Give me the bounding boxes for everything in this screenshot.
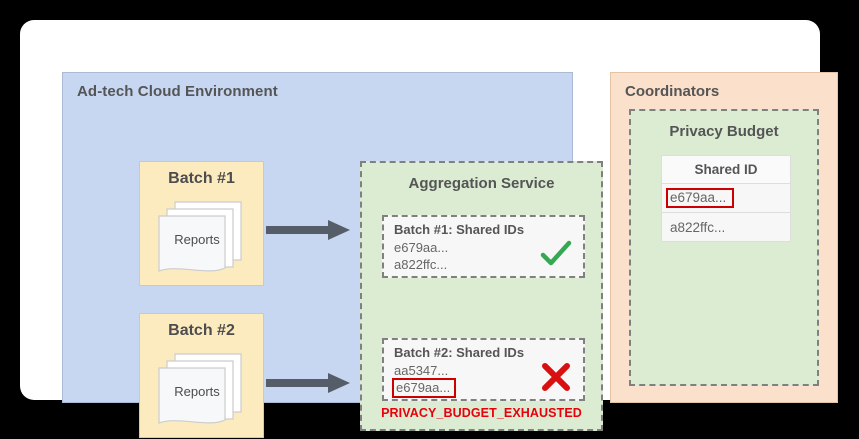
- shared-id-column-header: Shared ID: [661, 155, 791, 184]
- check-icon: [539, 237, 573, 271]
- table-header-row: Shared ID: [661, 155, 791, 184]
- arrow-right-icon-2: [266, 373, 350, 393]
- batch-2-result-card: Batch #2: Shared IDs aa5347... e679aa...: [382, 338, 585, 401]
- coordinators-panel: Coordinators Privacy Budget Shared ID e6…: [610, 72, 838, 403]
- coordinators-panel-title: Coordinators: [625, 83, 720, 100]
- privacy-budget-title: Privacy Budget: [669, 123, 779, 140]
- reports-document-stack-icon-2: Reports: [157, 350, 249, 428]
- batch-2-shared-id-1: aa5347...: [394, 363, 449, 378]
- adtech-cloud-environment-panel: Ad-tech Cloud Environment Batch #1 Repor…: [62, 72, 603, 438]
- batch-2-flagged-shared-id: e679aa...: [392, 378, 457, 398]
- arrow-right-icon-1: [266, 220, 350, 240]
- batch-1-reports-label: Reports: [174, 232, 220, 247]
- reports-document-stack-icon: Reports: [157, 198, 249, 276]
- batch-2-result-heading: Batch #2: Shared IDs: [394, 345, 525, 360]
- batch-1-result-heading: Batch #1: Shared IDs: [394, 222, 525, 237]
- aggregation-service-panel: Aggregation Service Batch #1: Shared IDs…: [360, 161, 603, 431]
- privacy-budget-table: Shared ID e679aa... a822ffc...: [661, 155, 791, 242]
- batch-1-shared-id-2: a822ffc...: [394, 257, 448, 272]
- table-row: a822ffc...: [661, 212, 791, 242]
- batch-box-2: Batch #2 Reports: [139, 313, 264, 438]
- cross-icon: [539, 360, 573, 394]
- diagram-card: Ad-tech Cloud Environment Batch #1 Repor…: [20, 20, 838, 438]
- batch-box-1: Batch #1 Reports: [139, 161, 264, 286]
- table-row: e679aa...: [661, 183, 791, 213]
- privacy-budget-error-text: PRIVACY_BUDGET_EXHAUSTED: [381, 406, 582, 420]
- adtech-panel-title: Ad-tech Cloud Environment: [77, 83, 278, 100]
- batch-2-title: Batch #2: [168, 322, 235, 339]
- shared-id-value-1: e679aa...: [666, 188, 735, 208]
- shared-id-cell: a822ffc...: [661, 212, 791, 242]
- batch-1-shared-id-1: e679aa...: [394, 240, 449, 255]
- batch-1-result-card: Batch #1: Shared IDs e679aa... a822ffc..…: [382, 215, 585, 278]
- privacy-budget-panel: Privacy Budget Shared ID e679aa... a822f…: [629, 109, 819, 386]
- aggregation-service-title: Aggregation Service: [408, 175, 555, 192]
- batch-2-reports-label: Reports: [174, 384, 220, 399]
- batch-1-title: Batch #1: [168, 170, 235, 187]
- shared-id-cell-highlighted: e679aa...: [661, 183, 791, 213]
